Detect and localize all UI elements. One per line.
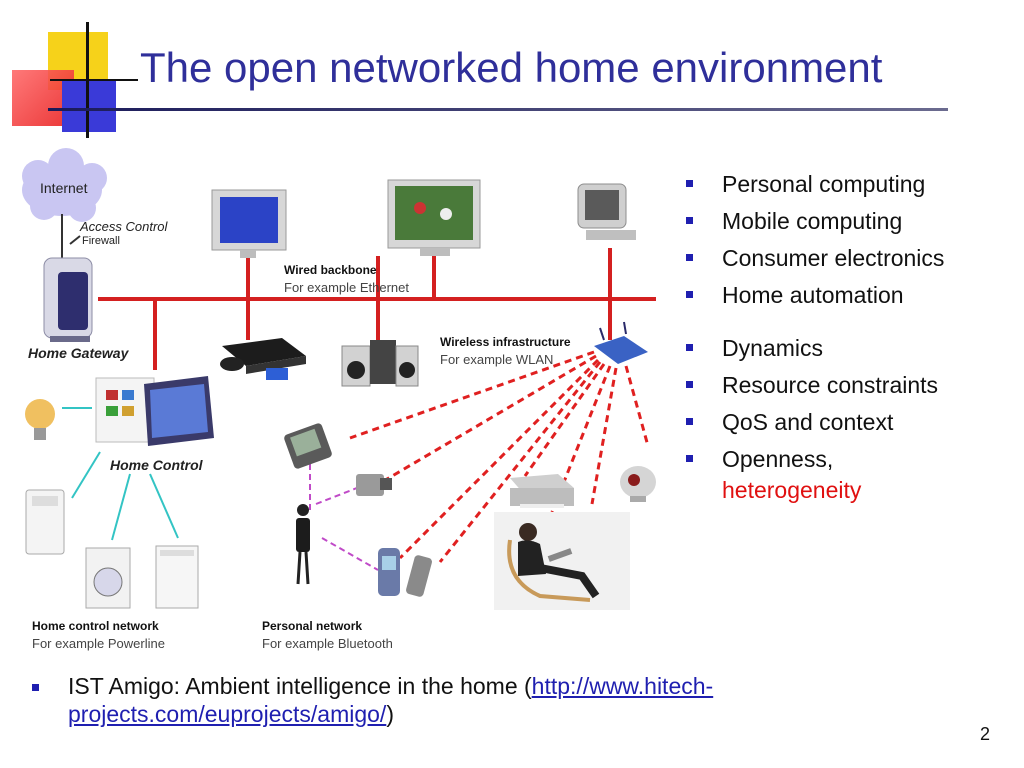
- bullet-item: Home automation: [686, 277, 1016, 314]
- bluetooth-links: [309, 464, 379, 571]
- personal-example-label: For example Bluetooth: [262, 636, 393, 651]
- home-control-example-label: For example Powerline: [32, 636, 165, 651]
- bullet-item: Openness,heterogeneity: [686, 441, 1016, 506]
- bullet-square-icon: [686, 381, 693, 388]
- camcorder-icon: [356, 474, 392, 496]
- bullet-square-icon: [686, 217, 693, 224]
- dishwasher-icon: [155, 545, 199, 609]
- wireless-access-point-icon: [594, 321, 648, 364]
- printer-icon: [510, 474, 574, 508]
- bullet-item: Resource constraints: [686, 367, 1016, 404]
- webcam-icon: [620, 466, 656, 502]
- title-underline: [48, 108, 948, 111]
- home-control-label: Home Control: [110, 457, 203, 473]
- bullet-square-icon: [32, 684, 39, 691]
- home-control-network-label: Home control network: [32, 619, 159, 633]
- bullet-group-gap: [686, 314, 1016, 330]
- wired-backbone-lines: [98, 248, 656, 370]
- wireless-infrastructure-label: Wireless infrastructure: [440, 335, 571, 349]
- game-console-icon: [220, 338, 306, 380]
- television-icon: [387, 179, 481, 256]
- bullet-square-icon: [686, 180, 693, 187]
- title-deco-horizontal-line: [50, 79, 138, 81]
- footer-reference: IST Amigo: Ambient intelligence in the h…: [32, 672, 932, 728]
- light-bulb-icon: [25, 399, 55, 440]
- bullet-item: Personal computing: [686, 166, 1016, 203]
- boiler-icon: [25, 489, 65, 555]
- bullet-square-icon: [686, 418, 693, 425]
- home-gateway-label: Home Gateway: [28, 345, 129, 361]
- bullet-item: Consumer electronics: [686, 240, 1016, 277]
- slide-title: The open networked home environment: [140, 44, 883, 91]
- washing-machine-icon: [85, 547, 131, 609]
- pda-icon: [284, 423, 332, 469]
- flat-monitor-icon: [211, 189, 287, 258]
- woman-icon: [296, 504, 310, 585]
- wired-example-label: For example Ethernet: [284, 280, 410, 295]
- wired-backbone-label: Wired backbone: [284, 263, 377, 277]
- firewall-label: Firewall: [82, 235, 120, 247]
- access-control-label: Access Control: [80, 219, 168, 234]
- bullet-square-icon: [686, 254, 693, 261]
- page-number: 2: [980, 724, 991, 744]
- amigo-project-link[interactable]: http://www.hitech-projects.com/euproject…: [68, 673, 714, 727]
- person-chair-photo: [494, 512, 630, 610]
- bullet-square-icon: [686, 291, 693, 298]
- firewall-pointer-line: [69, 235, 81, 245]
- footer-text: IST Amigo: Ambient intelligence in the h…: [68, 673, 532, 699]
- desktop-pc-icon: [577, 183, 636, 240]
- home-gateway-icon: [43, 257, 93, 342]
- bullet-item: Mobile computing: [686, 203, 1016, 240]
- title-deco-blue-square: [62, 80, 116, 132]
- internet-label: Internet: [40, 180, 88, 196]
- bullet-item: Dynamics: [686, 330, 1016, 367]
- bullet-item: QoS and context: [686, 404, 1016, 441]
- powerline-links: [62, 407, 179, 541]
- home-control-icon: [95, 376, 214, 446]
- bullet-square-icon: [686, 455, 693, 462]
- stereo-icon: [341, 340, 419, 387]
- bullet-list: Personal computing Mobile computing Cons…: [686, 166, 1016, 506]
- wireless-example-label: For example WLAN: [440, 352, 554, 367]
- wireless-links: [349, 350, 650, 563]
- mobile-phones-icon: [378, 548, 432, 597]
- internet-cloud-icon: [22, 148, 107, 222]
- bullet-square-icon: [686, 344, 693, 351]
- personal-network-label: Personal network: [262, 619, 363, 633]
